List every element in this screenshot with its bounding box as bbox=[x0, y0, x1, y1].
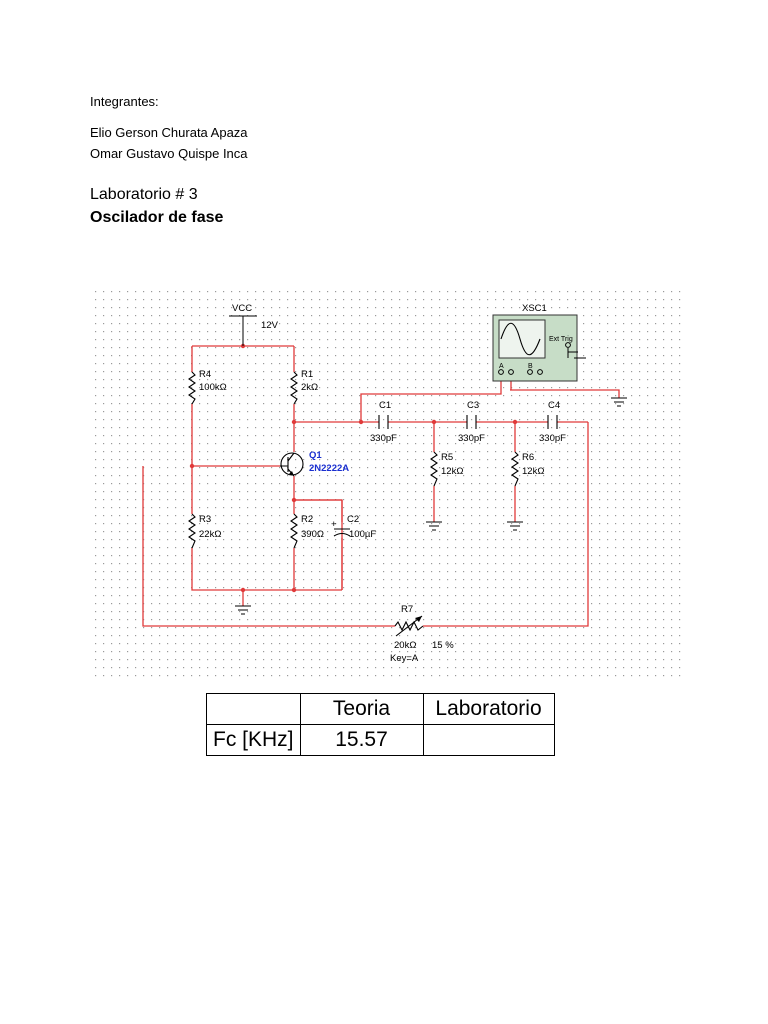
table-header-cell: Laboratorio bbox=[422, 693, 555, 725]
svg-text:Key=A: Key=A bbox=[390, 653, 419, 664]
capacitor-c1: C1 330pF bbox=[370, 400, 397, 444]
svg-text:B: B bbox=[528, 363, 533, 370]
svg-text:C3: C3 bbox=[467, 400, 479, 411]
svg-text:Ext Trig: Ext Trig bbox=[549, 336, 573, 343]
svg-text:330pF: 330pF bbox=[458, 433, 485, 444]
svg-text:330pF: 330pF bbox=[370, 433, 397, 444]
svg-text:20kΩ: 20kΩ bbox=[394, 640, 416, 651]
svg-text:A: A bbox=[499, 363, 504, 370]
table-row: Fc [KHz] 15.57 bbox=[206, 724, 555, 756]
svg-text:R3: R3 bbox=[199, 514, 211, 525]
svg-text:R7: R7 bbox=[401, 604, 413, 615]
table-header-cell: Teoria bbox=[299, 693, 424, 725]
results-table: Teoria Laboratorio Fc [KHz] 15.57 bbox=[206, 693, 555, 756]
table-header-cell bbox=[206, 693, 301, 725]
svg-text:R4: R4 bbox=[199, 369, 211, 380]
integrantes-label: Integrantes: bbox=[90, 94, 159, 109]
svg-text:390Ω: 390Ω bbox=[301, 529, 324, 540]
oscilloscope-xsc1: XSC1 Ext Trig A B bbox=[492, 303, 586, 382]
svg-text:12kΩ: 12kΩ bbox=[522, 466, 544, 477]
svg-text:+: + bbox=[331, 519, 337, 530]
svg-text:R1: R1 bbox=[301, 369, 313, 380]
table-cell: 15.57 bbox=[299, 724, 424, 756]
resistor-r3: R3 22kΩ bbox=[188, 513, 221, 549]
circuit-schematic: VCC 12V R4 100kΩ R1 2kΩ R3 22kΩ R2 390Ω … bbox=[92, 288, 682, 680]
table-cell: Fc [KHz] bbox=[206, 724, 301, 756]
resistor-r4: R4 100kΩ bbox=[188, 369, 227, 405]
svg-text:2kΩ: 2kΩ bbox=[301, 382, 318, 393]
resistor-r5: R5 12kΩ bbox=[430, 451, 463, 487]
vcc-source: VCC 12V bbox=[229, 303, 279, 346]
ground-symbols bbox=[235, 397, 627, 615]
capacitor-c2: C2 + 100µF bbox=[331, 514, 376, 540]
table-cell bbox=[422, 724, 555, 756]
member-name: Omar Gustavo Quispe Inca bbox=[90, 146, 248, 161]
grid-background bbox=[92, 288, 682, 680]
resistor-r1: R1 2kΩ bbox=[290, 369, 318, 405]
svg-text:100µF: 100µF bbox=[349, 529, 376, 540]
wires bbox=[142, 345, 620, 627]
svg-text:C2: C2 bbox=[347, 514, 359, 525]
svg-text:22kΩ: 22kΩ bbox=[199, 529, 221, 540]
svg-text:R5: R5 bbox=[441, 452, 453, 463]
member-name: Elio Gerson Churata Apaza bbox=[90, 125, 248, 140]
svg-text:100kΩ: 100kΩ bbox=[199, 382, 227, 393]
svg-text:2N2222A: 2N2222A bbox=[309, 463, 349, 474]
vcc-label: VCC bbox=[232, 303, 252, 314]
svg-text:Q1: Q1 bbox=[309, 450, 322, 461]
svg-text:C4: C4 bbox=[548, 400, 560, 411]
lab-number: Laboratorio # 3 bbox=[90, 186, 198, 203]
svg-text:R6: R6 bbox=[522, 452, 534, 463]
svg-text:R2: R2 bbox=[301, 514, 313, 525]
vcc-value: 12V bbox=[261, 320, 279, 331]
resistor-r2: R2 390Ω bbox=[290, 513, 324, 549]
svg-text:330pF: 330pF bbox=[539, 433, 566, 444]
table-header-row: Teoria Laboratorio bbox=[206, 693, 555, 725]
svg-text:C1: C1 bbox=[379, 400, 391, 411]
capacitor-c3: C3 330pF bbox=[458, 400, 485, 444]
svg-text:15 %: 15 % bbox=[432, 640, 454, 651]
transistor-q1: Q1 2N2222A bbox=[280, 450, 349, 477]
svg-text:12kΩ: 12kΩ bbox=[441, 466, 463, 477]
lab-title: Oscilador de fase bbox=[90, 209, 224, 226]
svg-text:XSC1: XSC1 bbox=[522, 303, 547, 314]
resistor-r6: R6 12kΩ bbox=[511, 451, 544, 487]
potentiometer-r7: R7 20kΩ 15 % Key=A bbox=[390, 604, 454, 664]
capacitor-c4: C4 330pF bbox=[539, 400, 566, 444]
